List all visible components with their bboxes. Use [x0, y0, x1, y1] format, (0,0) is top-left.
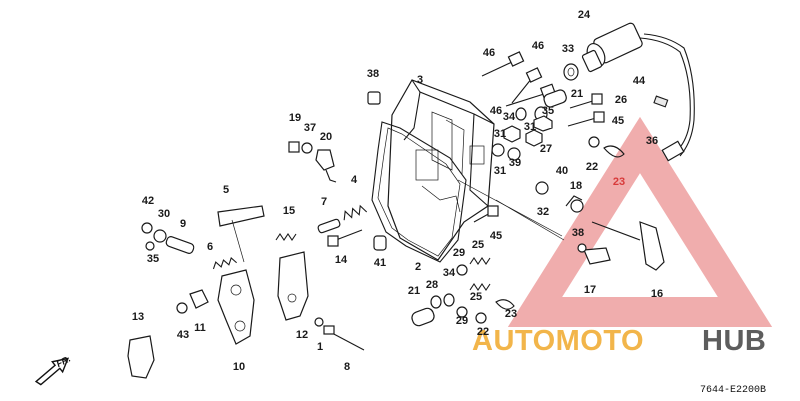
callout-46: 46: [490, 105, 502, 117]
callout-44: 44: [633, 75, 646, 87]
callout-46: 46: [483, 47, 495, 59]
sleeve-21-upper: [543, 89, 567, 108]
callout-14: 14: [335, 254, 348, 266]
bolt-45-upper: [567, 111, 605, 127]
bolt-14: [327, 229, 363, 247]
spring-4: [343, 204, 368, 221]
callout-39: 39: [509, 157, 521, 169]
lever-10: [217, 269, 255, 345]
callout-27: 27: [540, 143, 552, 155]
callout-9: 9: [180, 218, 186, 230]
callout-36: 36: [646, 135, 658, 147]
callout-22: 22: [586, 161, 598, 173]
callout-41: 41: [374, 257, 386, 269]
callout-31: 31: [494, 165, 506, 177]
callout-16: 16: [651, 288, 663, 300]
callout-32: 32: [537, 206, 549, 218]
callout-8: 8: [344, 361, 350, 373]
callout-28: 28: [426, 279, 438, 291]
actuator-motor: [581, 22, 695, 162]
callout-29: 29: [453, 247, 465, 259]
direction-label: FR.: [55, 354, 72, 370]
callout-30: 30: [158, 208, 170, 220]
callout-15: 15: [283, 205, 295, 217]
gasket: [371, 121, 467, 263]
callout-19: 19: [289, 112, 301, 124]
callout-33: 33: [562, 43, 574, 55]
callout-1: 1: [317, 341, 323, 353]
callout-45: 45: [490, 230, 502, 242]
callout-34: 34: [443, 267, 456, 279]
callout-20: 20: [320, 131, 332, 143]
callout-35: 35: [542, 105, 554, 117]
callout-26: 26: [615, 94, 627, 106]
callout-5: 5: [223, 184, 229, 196]
callout-3: 3: [417, 74, 423, 86]
callout-10: 10: [233, 361, 245, 373]
bolt-45-lower: [473, 205, 499, 223]
callout-21: 21: [408, 285, 420, 297]
callout-12: 12: [296, 329, 308, 341]
plug-38: [367, 91, 381, 105]
callout-6: 6: [207, 241, 213, 253]
plate-12: [277, 251, 309, 321]
callout-29: 29: [456, 315, 468, 327]
callout-31: 31: [494, 128, 506, 140]
arm-16: [639, 221, 665, 271]
callout-21: 21: [571, 88, 583, 100]
callout-25: 25: [470, 291, 482, 303]
callout-11: 11: [194, 322, 206, 334]
callout-45: 45: [612, 115, 624, 127]
watermark-text-2: HUB: [702, 325, 766, 357]
washer-33: [563, 63, 579, 81]
shaft-8: [329, 331, 365, 351]
callout-40: 40: [556, 165, 568, 177]
shift-fork-13: [127, 335, 155, 379]
lever-5: [217, 205, 265, 227]
callout-42: 42: [142, 195, 154, 207]
watermark-text-1: AUTOMOTO: [472, 325, 644, 357]
sleeve-21-lower: [411, 307, 435, 327]
callout-18: 18: [570, 180, 582, 192]
callout-22: 22: [477, 326, 489, 338]
callout-23: 23: [505, 308, 517, 320]
bolt-26: [569, 93, 603, 109]
arm-17: [583, 247, 611, 265]
callout-2: 2: [415, 261, 421, 273]
gearbox-cover: [387, 79, 495, 261]
callout-25: 25: [472, 239, 484, 251]
callout-38: 38: [367, 68, 379, 80]
callout-46: 46: [532, 40, 544, 52]
callout-7: 7: [321, 196, 327, 208]
shaft-9: [165, 236, 195, 254]
callout-34: 34: [503, 111, 516, 123]
callout-37: 37: [304, 122, 316, 134]
bolt-46-b: [511, 67, 543, 104]
callout-35: 35: [147, 253, 159, 265]
callout-4: 4: [351, 174, 358, 186]
callout-17: 17: [584, 284, 596, 296]
callout-31: 31: [524, 121, 536, 133]
bolt-46-a: [481, 51, 525, 77]
watermark-logo: AUTOMOTO HUB: [472, 325, 766, 357]
callout-24: 24: [578, 9, 591, 21]
diagram-code: 7644-E2200B: [700, 385, 766, 396]
watermark-triangle: [507, 116, 773, 327]
callout-13: 13: [132, 311, 144, 323]
callout-23: 23: [613, 176, 625, 188]
callout-38: 38: [572, 227, 584, 239]
callout-43: 43: [177, 329, 189, 341]
front-direction-arrow: FR.: [34, 354, 72, 386]
